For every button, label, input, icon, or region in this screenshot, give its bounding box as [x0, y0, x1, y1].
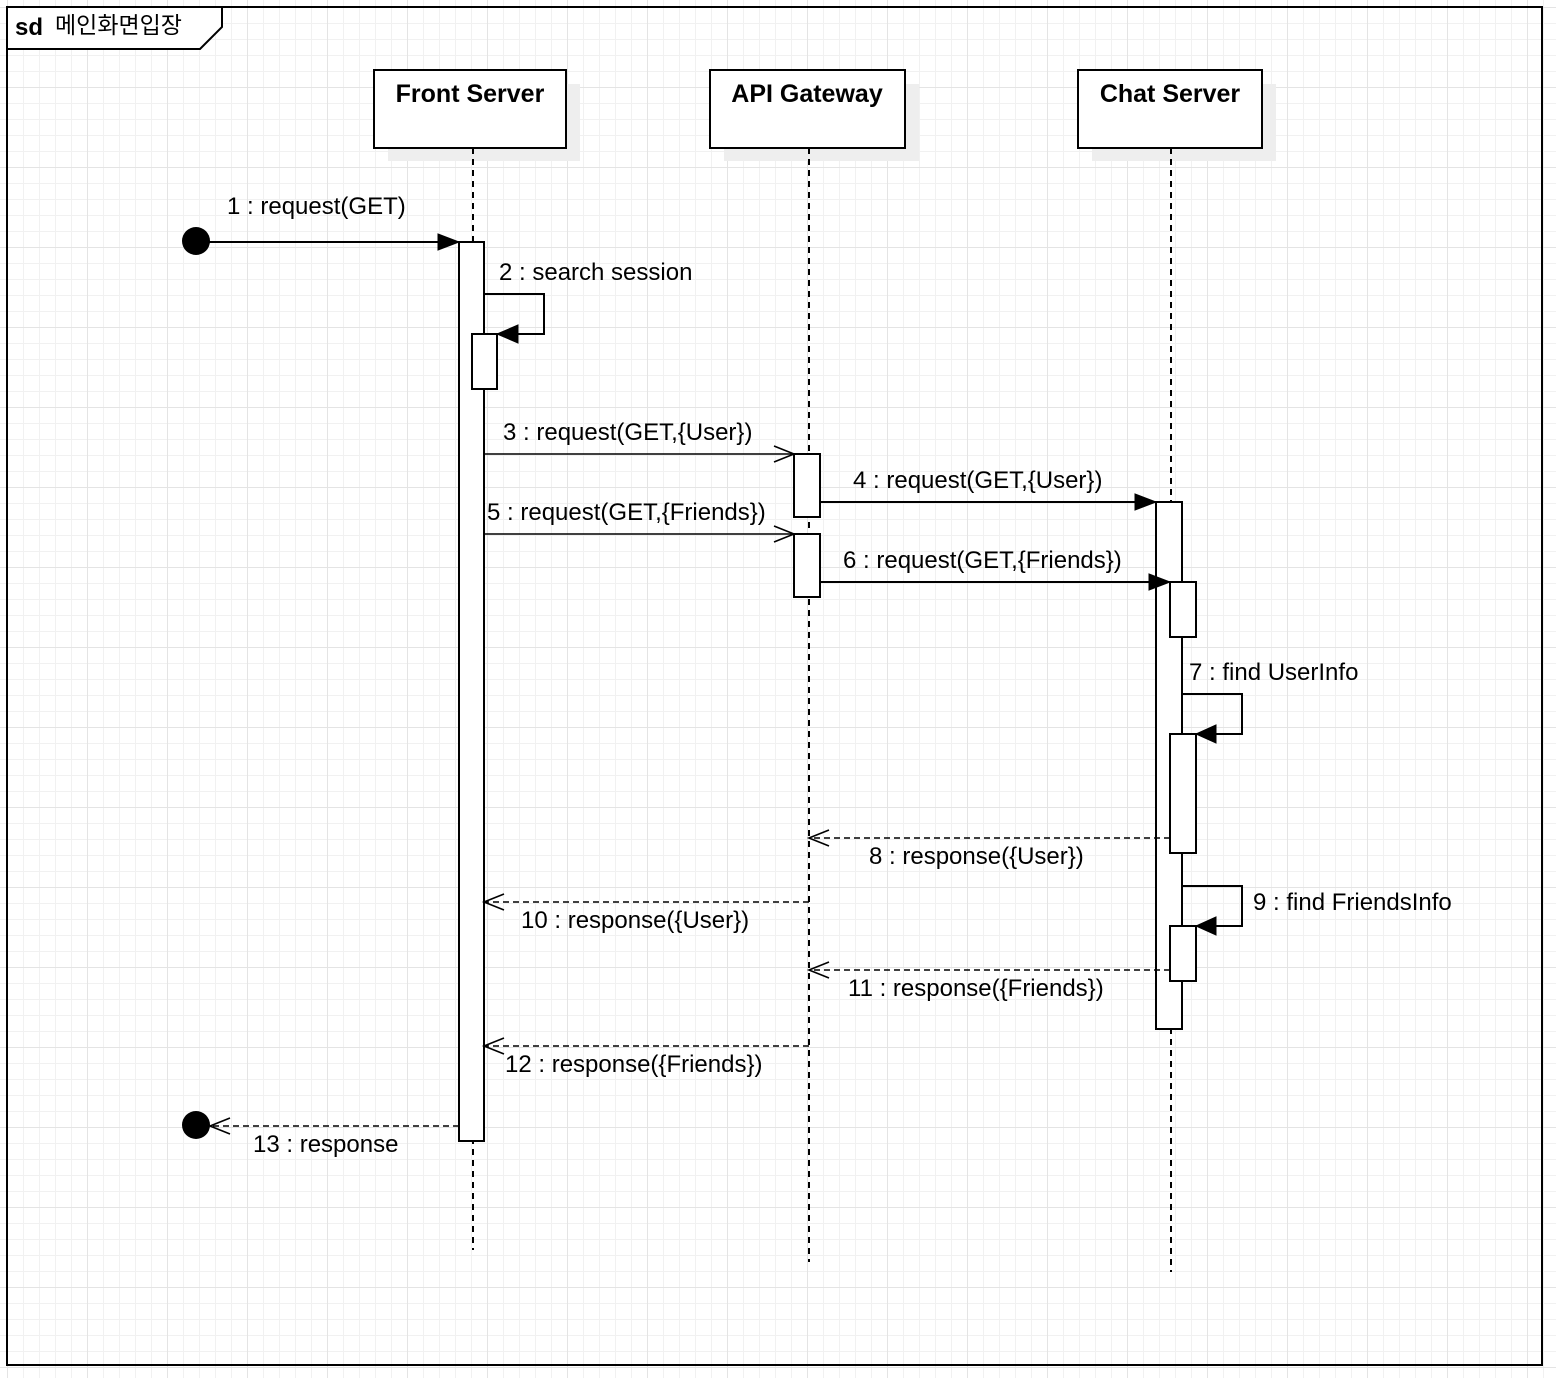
message-5-label: 5 : request(GET,{Friends})	[487, 499, 766, 526]
participant-label: Front Server	[396, 80, 545, 108]
frame-tab	[6, 6, 223, 50]
message-12[interactable]: 12 : response({Friends})	[481, 1037, 809, 1078]
participant-label: API Gateway	[731, 80, 883, 108]
activation-chat-nested-3	[1169, 925, 1197, 982]
message-13[interactable]: 13 : response	[207, 1117, 459, 1158]
message-1[interactable]: 1 : request(GET)	[196, 193, 461, 251]
activation-gateway-2	[793, 533, 821, 598]
frame-name: 메인화면입장	[55, 12, 182, 38]
message-6-label: 6 : request(GET,{Friends})	[843, 547, 1122, 574]
participant-label: Chat Server	[1100, 80, 1241, 108]
activation-front	[458, 241, 485, 1142]
message-2-label: 2 : search session	[499, 259, 692, 286]
lost-message-point	[182, 1111, 210, 1139]
message-2[interactable]: 2 : search session	[484, 259, 692, 344]
message-11[interactable]: 11 : response({Friends})	[806, 961, 1170, 1002]
message-7[interactable]: 7 : find UserInfo	[1182, 659, 1358, 744]
message-7-label: 7 : find UserInfo	[1189, 659, 1358, 686]
participant-chat[interactable]: Chat Server	[1077, 69, 1263, 149]
message-4-label: 4 : request(GET,{User})	[853, 467, 1102, 494]
participant-gateway[interactable]: API Gateway	[709, 69, 906, 149]
activation-front-nested	[471, 333, 498, 390]
message-13-label: 13 : response	[253, 1131, 398, 1158]
message-8-label: 8 : response({User})	[869, 843, 1084, 870]
message-3[interactable]: 3 : request(GET,{User})	[484, 419, 797, 463]
message-12-label: 12 : response({Friends})	[505, 1051, 762, 1078]
frame-border	[6, 6, 1543, 1366]
message-10-label: 10 : response({User})	[521, 907, 749, 934]
message-6[interactable]: 6 : request(GET,{Friends})	[820, 547, 1172, 591]
activation-chat-nested-2	[1169, 733, 1197, 854]
message-4[interactable]: 4 : request(GET,{User})	[820, 467, 1158, 511]
message-5[interactable]: 5 : request(GET,{Friends})	[484, 499, 797, 543]
activation-gateway-1	[793, 453, 821, 518]
message-1-label: 1 : request(GET)	[227, 193, 406, 220]
message-11-label: 11 : response({Friends})	[848, 975, 1104, 1002]
message-3-label: 3 : request(GET,{User})	[503, 419, 752, 446]
frame-keyword: sd	[15, 14, 43, 41]
participant-front[interactable]: Front Server	[373, 69, 567, 149]
message-9[interactable]: 9 : find FriendsInfo	[1182, 885, 1452, 936]
message-10[interactable]: 10 : response({User})	[481, 893, 809, 934]
message-8[interactable]: 8 : response({User})	[806, 829, 1170, 870]
message-9-label: 9 : find FriendsInfo	[1253, 889, 1452, 916]
activation-chat-nested-1	[1169, 581, 1197, 638]
